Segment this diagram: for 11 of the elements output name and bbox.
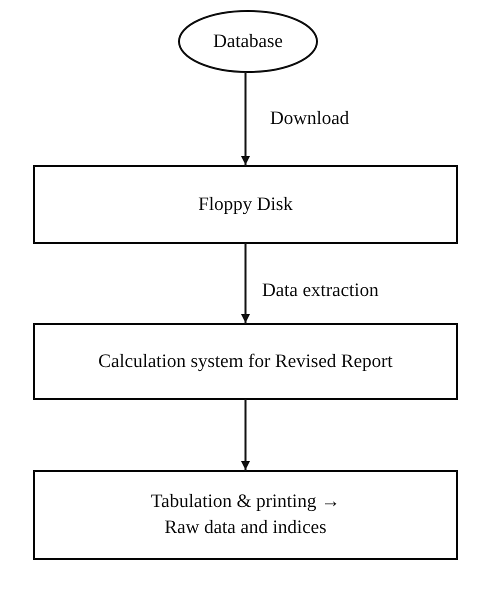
arrow (241, 400, 250, 470)
start-ellipse (178, 10, 318, 73)
node-text: Calculation system for Revised Report (98, 350, 393, 374)
process-box (33, 323, 458, 400)
arrow (241, 244, 250, 323)
node-text: Tabulation & printing → Raw data and indices (150, 490, 342, 540)
node-text: Database (213, 30, 283, 54)
node-text: Floppy Disk (198, 192, 293, 217)
arrow (241, 73, 250, 165)
process-box (33, 165, 458, 244)
process-box (33, 470, 458, 560)
